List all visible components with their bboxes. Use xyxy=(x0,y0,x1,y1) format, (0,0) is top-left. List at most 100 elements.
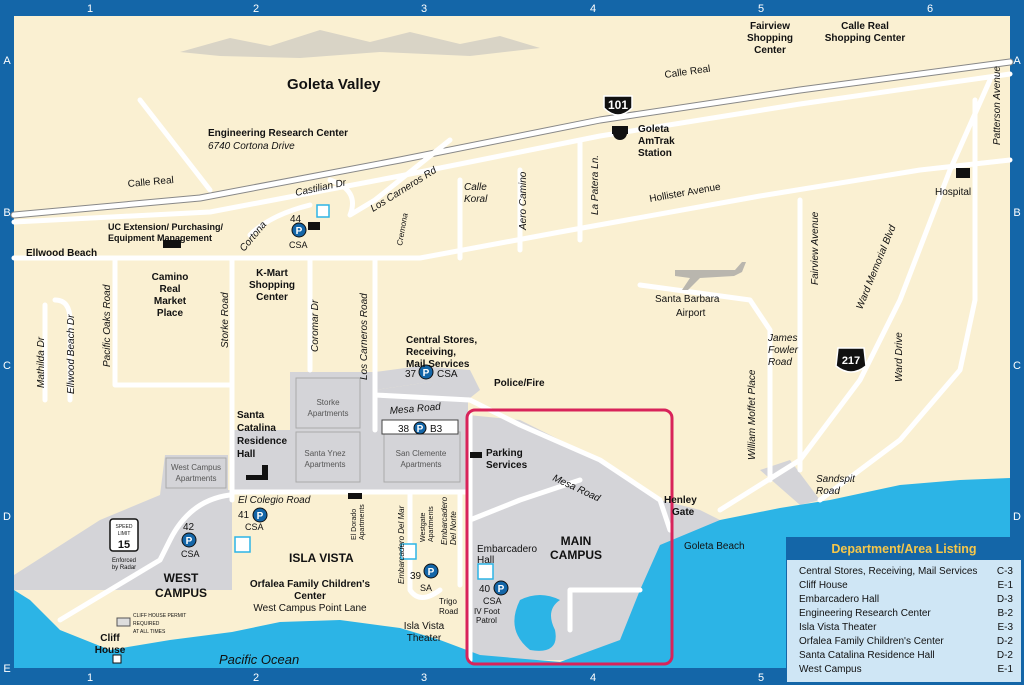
labels-lot42-label: 42 xyxy=(183,522,195,533)
labels-iv-foot-0-label: IV Foot xyxy=(474,607,501,616)
legend-item-grid: D-3 xyxy=(996,594,1013,605)
labels-lot41-label: 41 xyxy=(238,510,250,521)
labels-calle-real-center-1-label: Shopping Center xyxy=(825,33,906,44)
labels-amtrak-1-label: AmTrak xyxy=(638,136,675,147)
parking-icon[interactable]: P xyxy=(252,507,268,523)
labels-henley-gate-1-label: Gate xyxy=(672,507,695,518)
labels-erc-0-label: Engineering Research Center xyxy=(208,128,348,139)
labels-camino-real-market-2-label: Market xyxy=(154,296,187,307)
labels-iv-foot-1-label: Patrol xyxy=(476,616,497,625)
labels-erc-1-label: 6740 Cortona Drive xyxy=(208,141,295,152)
hwy-101-label: 101 xyxy=(608,98,628,112)
grid-col-4: 4 xyxy=(590,672,596,684)
labels-embarcadero-hall-0-label: Embarcadero xyxy=(477,544,537,555)
labels-cliff-permit-2-label: AT ALL TIMES xyxy=(133,629,166,635)
labels-speed-limit-0-label: SPEED xyxy=(116,524,133,530)
airplane-icon xyxy=(675,262,746,290)
grid-col-5: 5 xyxy=(758,3,764,15)
parking-icon[interactable]: P xyxy=(493,580,509,596)
labels-west-campus-0-label: WEST xyxy=(164,571,199,585)
labels-el-dorado-0-label: El Dorado xyxy=(351,509,358,540)
labels-parking-symbol-label: P xyxy=(498,584,505,595)
labels-amtrak-2-label: Station xyxy=(638,148,672,159)
labels-storke-apts-1-label: Apartments xyxy=(308,409,349,418)
lagoon xyxy=(514,595,560,651)
labels-storke-apts-0-label: Storke xyxy=(316,398,340,407)
labels-embarcadero-del-norte-0-label: Embarcadero xyxy=(440,496,449,545)
mountains xyxy=(180,30,540,58)
labels-kmart-1-label: Shopping xyxy=(249,280,295,291)
labels-mathilda-label: Mathilda Dr xyxy=(36,336,47,388)
labels-cliff-permit-1-label: REQUIRED xyxy=(133,621,160,627)
labels-central-stores-0-label: Central Stores, xyxy=(406,335,477,346)
labels-goleta-beach-label: Goleta Beach xyxy=(684,541,745,552)
parking-icons: P P P P P P P xyxy=(181,222,509,596)
accessible-icons xyxy=(234,204,494,580)
parking-icon[interactable]: P xyxy=(413,421,427,435)
parking-icon[interactable]: P xyxy=(181,532,197,548)
labels-lot37-label: 37 xyxy=(405,369,417,380)
goleta-valley-label: Goleta Valley xyxy=(287,76,381,93)
legend-item-name: Engineering Research Center xyxy=(799,608,931,619)
grid-row-c: C xyxy=(1013,360,1021,372)
labels-lot39-label: 39 xyxy=(410,571,422,582)
hwy-217-label: 217 xyxy=(842,355,860,367)
grid-column-labels-top: 1 2 3 4 5 6 xyxy=(87,3,933,15)
labels-santa-ynez-0-label: Santa Ynez xyxy=(304,449,345,458)
labels-kmart-2-label: Center xyxy=(256,292,288,303)
legend-item-grid: B-2 xyxy=(997,608,1013,619)
labels-cliff-house-1-label: House xyxy=(95,645,126,656)
labels-fairview-ave-label: Fairview Avenue xyxy=(810,211,821,285)
legend-item[interactable]: Engineering Research Center B-2 xyxy=(787,607,1021,621)
labels-la-patera-label: La Patera Ln. xyxy=(590,155,601,215)
grid-col-3: 3 xyxy=(421,672,427,684)
legend-item[interactable]: West Campus E-1 xyxy=(787,663,1021,677)
labels-police-fire-label: Police/Fire xyxy=(494,378,545,389)
labels-orfalea-2-label: West Campus Point Lane xyxy=(253,603,367,614)
labels-coromar-label: Coromar Dr xyxy=(310,299,321,352)
parking-icon[interactable]: P xyxy=(291,222,307,238)
labels-lot40-label: 40 xyxy=(479,584,491,595)
labels-amtrak-0-label: Goleta xyxy=(638,124,670,135)
labels-sa-label: SA xyxy=(420,583,432,593)
parking-icon[interactable]: P xyxy=(423,563,439,579)
legend-item-name: Isla Vista Theater xyxy=(799,622,877,633)
buildings xyxy=(112,168,970,664)
parking-icon[interactable]: P xyxy=(418,364,434,380)
labels-calle-koral-0-label: Calle xyxy=(464,182,487,193)
labels-el-colegio-label: El Colegio Road xyxy=(238,495,311,506)
labels-orfalea-1-label: Center xyxy=(294,591,326,602)
legend-item-name: West Campus xyxy=(799,664,862,675)
labels-central-stores-2-label: Mail Services xyxy=(406,359,470,370)
labels-parking-symbol-label: P xyxy=(296,226,303,237)
labels-storke-road-label: Storke Road xyxy=(220,292,231,348)
labels-parking-symbol-label: P xyxy=(428,567,435,578)
grid-row-a: A xyxy=(1013,55,1021,67)
grid-row-labels: A B C D E A B C D xyxy=(3,55,1021,675)
labels-embarcadero-hall-1-label: Hall xyxy=(477,555,494,566)
labels-kmart-0-label: K-Mart xyxy=(256,268,288,279)
labels-san-clemente-1-label: Apartments xyxy=(401,460,442,469)
labels-mesa-road-label: Mesa Road xyxy=(389,402,441,417)
grid-col-5: 5 xyxy=(758,672,764,684)
labels-uc-extension-0-label: UC Extension/ Purchasing/ xyxy=(108,222,224,232)
labels-csa-label: CSA xyxy=(289,240,308,250)
labels-main-campus-1-label: CAMPUS xyxy=(550,548,602,562)
labels-hospital-label: Hospital xyxy=(935,187,971,198)
department-area-listing: Department/Area Listing Central Stores, … xyxy=(786,537,1022,683)
labels-parking-services-1-label: Services xyxy=(486,460,528,471)
legend-item-name: Cliff House xyxy=(799,580,848,591)
legend-item-grid: E-1 xyxy=(997,664,1013,675)
labels-isla-vista-label: ISLA VISTA xyxy=(289,551,354,565)
labels-iv-theater-1-label: Theater xyxy=(407,633,442,644)
legend-item[interactable]: Central Stores, Receiving, Mail Services… xyxy=(787,565,1021,579)
labels-pacific-oaks-label: Pacific Oaks Road xyxy=(102,284,113,367)
labels-parking-symbol-label: P xyxy=(186,536,193,547)
